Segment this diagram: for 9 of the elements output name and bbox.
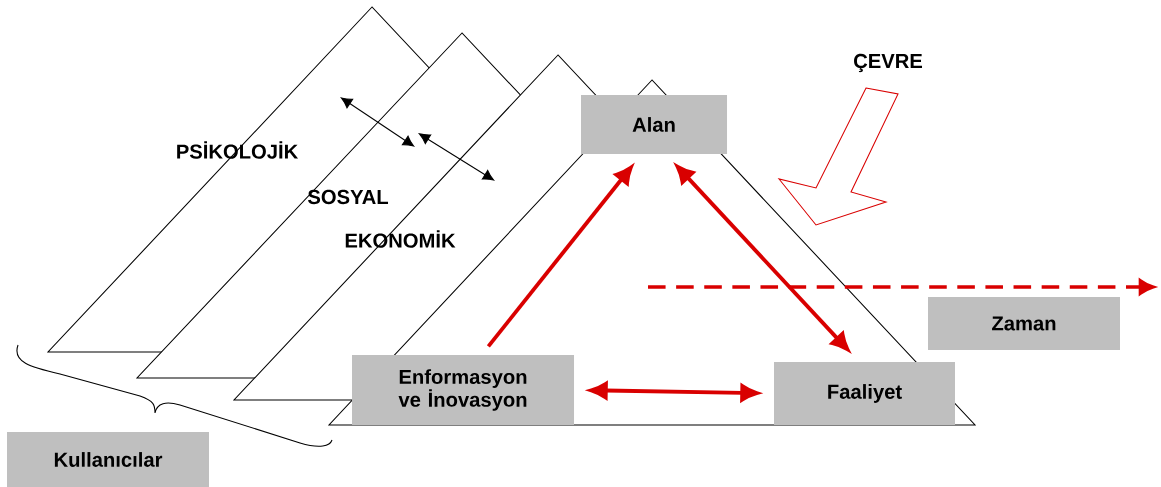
layer-label: SOSYAL	[307, 189, 388, 205]
arrow	[486, 165, 633, 348]
label-box: Kullanıcılar	[7, 432, 209, 487]
arrow	[675, 164, 850, 352]
label-box: Enformasyon ve İnovasyon	[352, 355, 574, 425]
label-box: Zaman	[928, 297, 1120, 350]
label-box: Faaliyet	[774, 362, 955, 425]
layer-label: ÇEVRE	[854, 53, 922, 73]
label-box: Alan	[581, 95, 727, 154]
